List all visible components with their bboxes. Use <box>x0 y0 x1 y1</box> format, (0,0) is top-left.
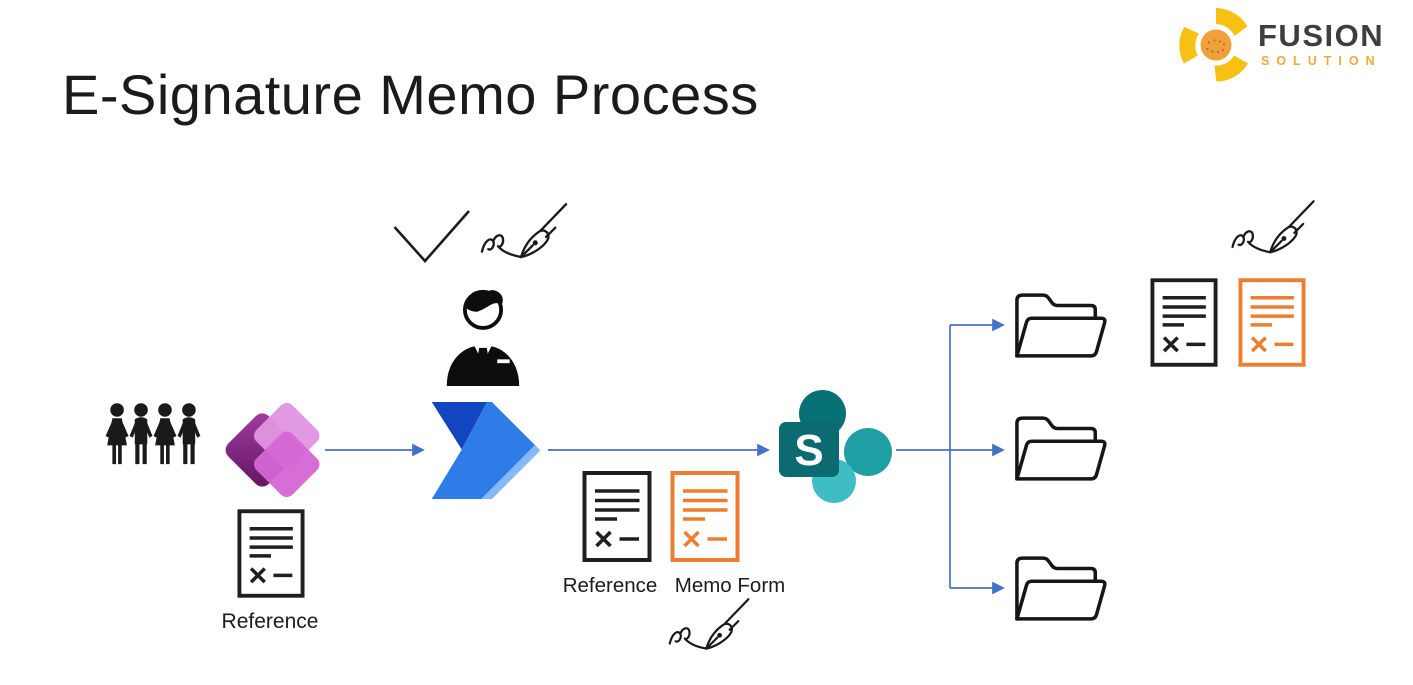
sharepoint-letter: S <box>794 426 823 475</box>
fusion-logo-icon <box>1179 8 1249 82</box>
signature-pen-icon-top <box>480 203 568 259</box>
open-folder-icon-top <box>1015 293 1107 358</box>
open-folder-icon-bottom <box>1015 556 1107 621</box>
signature-pen-icon-bottom <box>668 598 750 650</box>
sharepoint-icon: S <box>779 390 892 503</box>
signature-pen-icon-right <box>1231 200 1315 254</box>
page-title: E-Signature Memo Process <box>62 63 759 126</box>
power-automate-icon <box>431 402 541 499</box>
document-icon-final-memo <box>1238 278 1306 367</box>
approver-person-icon <box>446 289 520 387</box>
document-icon-memo-form <box>670 471 740 562</box>
brand-name: FUSION <box>1258 18 1385 53</box>
label-reference-center: Reference <box>562 574 658 597</box>
label-memo-form: Memo Form <box>674 574 786 597</box>
label-reference-left: Reference <box>221 610 319 633</box>
power-apps-icon <box>225 402 320 498</box>
users-icon <box>105 403 201 465</box>
document-icon-reference-center <box>582 471 652 562</box>
brand-subtitle: SOLUTION <box>1261 54 1382 68</box>
document-icon-final-reference <box>1150 278 1218 367</box>
document-icon-reference-left <box>237 509 305 598</box>
open-folder-icon-middle <box>1015 416 1107 481</box>
check-mark-icon <box>393 210 470 263</box>
